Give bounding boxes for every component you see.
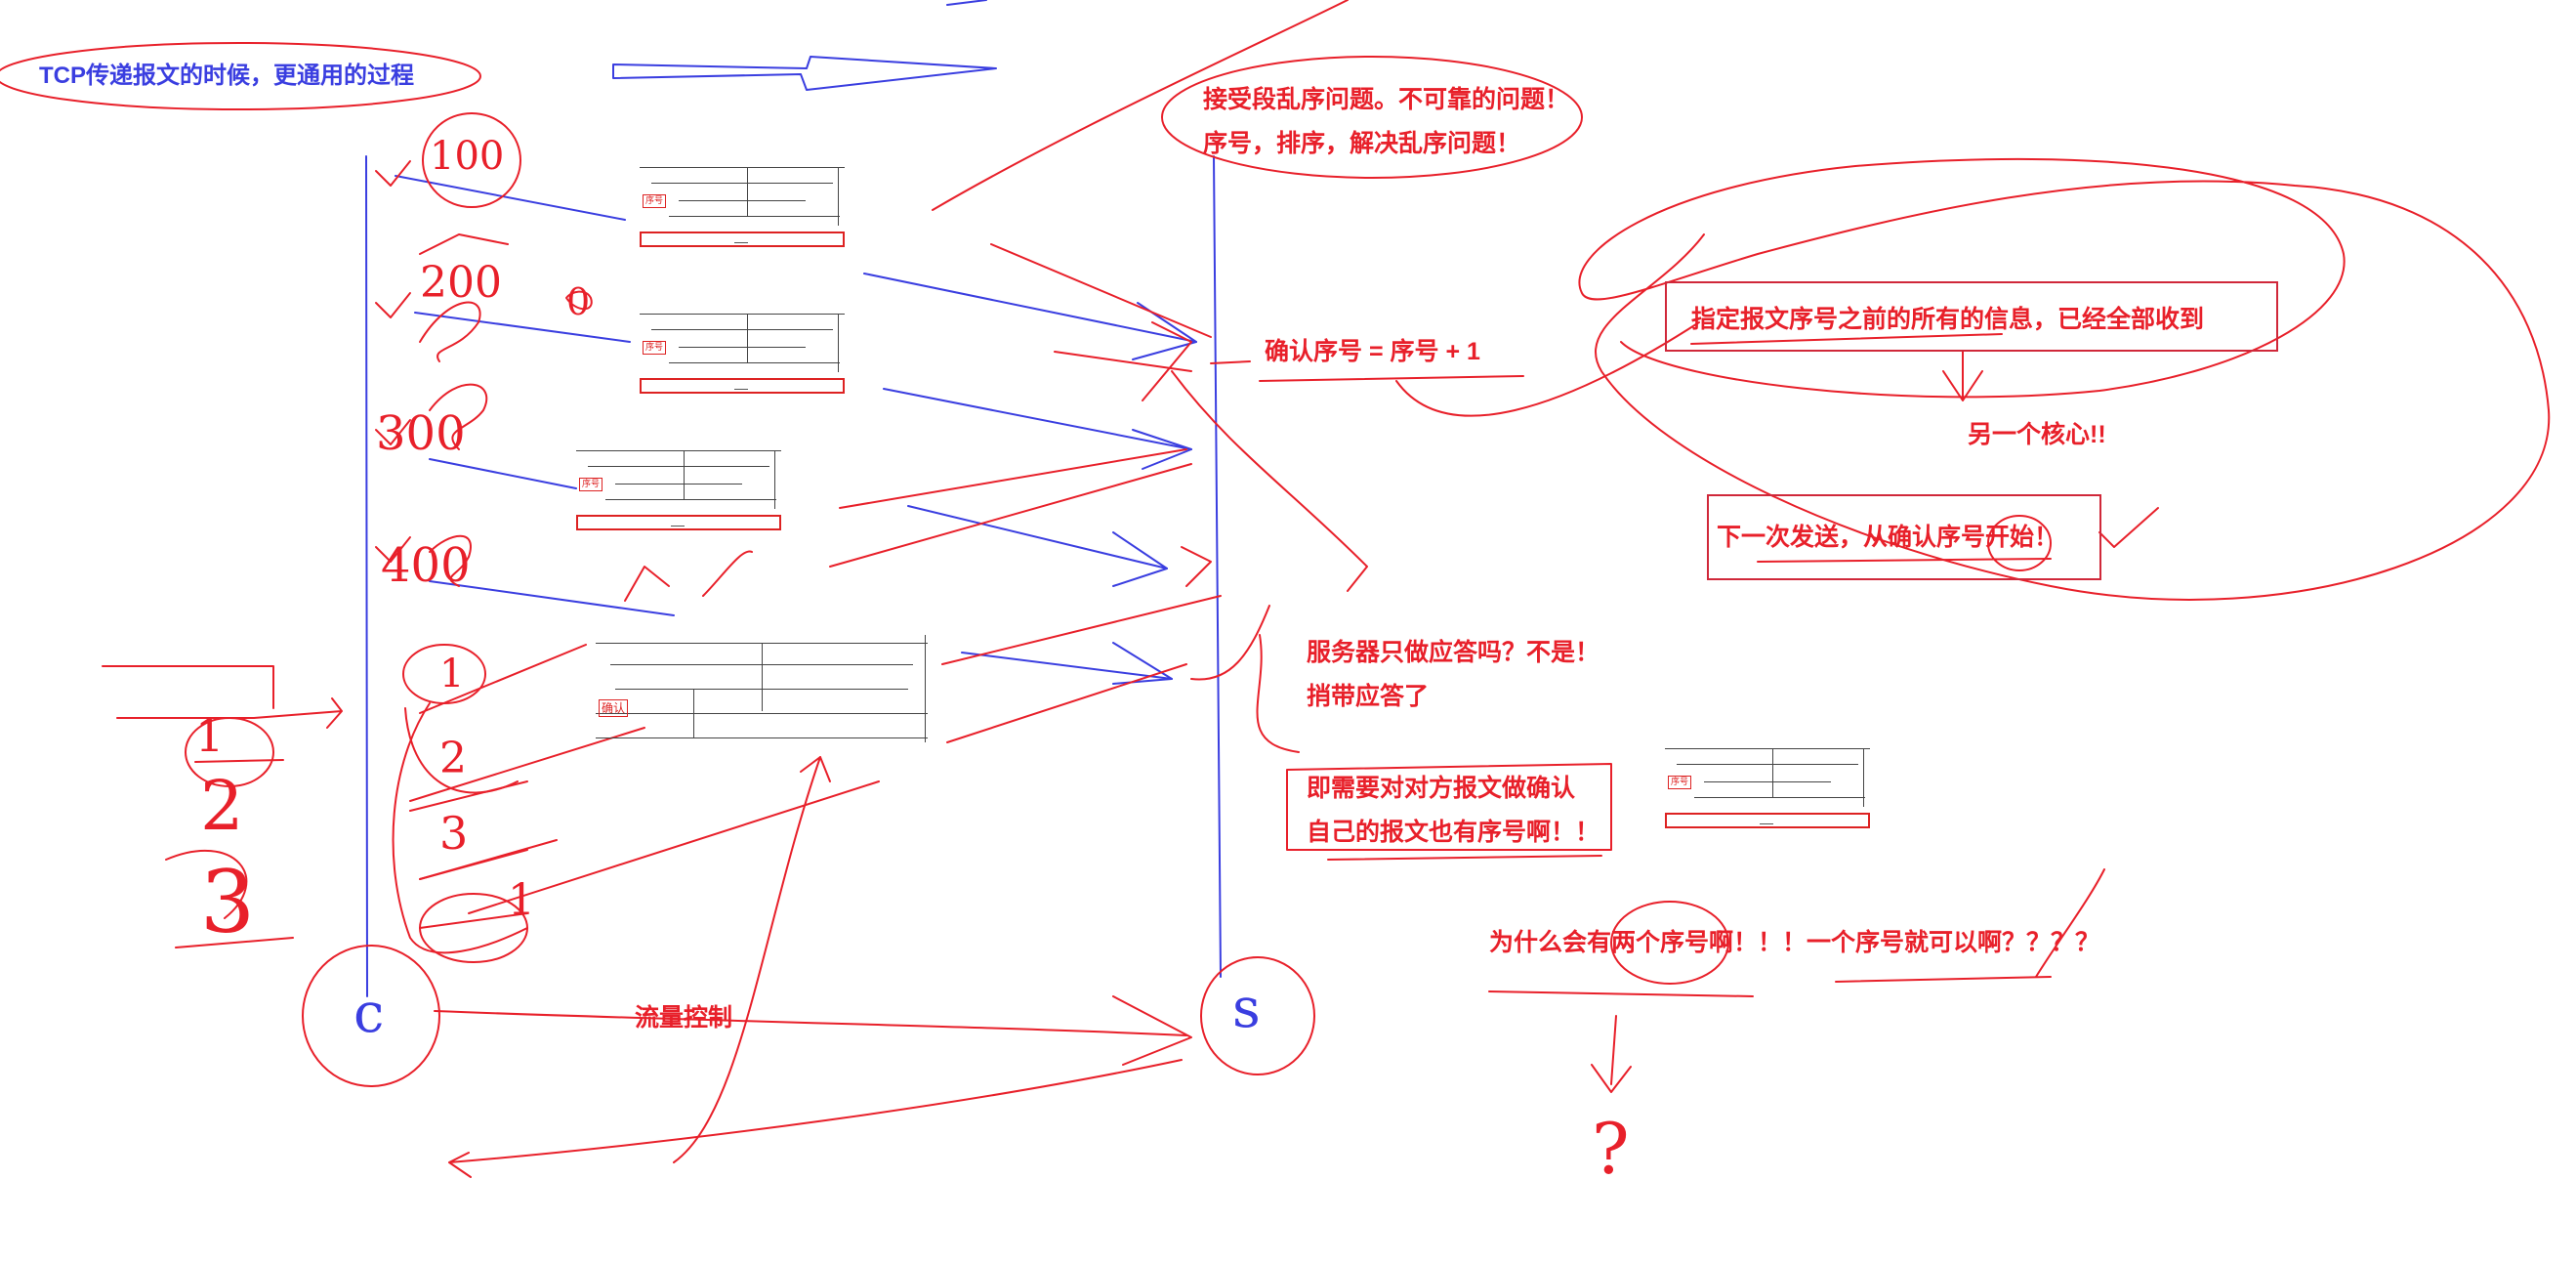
big-ellipse bbox=[1578, 157, 2551, 601]
left-stack-1: 1 bbox=[195, 709, 225, 762]
seq-mark-100: 100 bbox=[430, 134, 505, 179]
seq-mark-300: 300 bbox=[376, 406, 466, 461]
zero-mark: 0 bbox=[566, 280, 591, 323]
seq-mark-400: 400 bbox=[381, 538, 471, 593]
note-server-reply-2: 捎带应答了 bbox=[1307, 683, 1430, 710]
note-both-need-2: 自己的报文也有序号啊！！ bbox=[1307, 819, 1600, 846]
packet-thumbnail-1: 序号 bbox=[640, 161, 845, 247]
server-timeline bbox=[1213, 155, 1222, 978]
packet-thumbnail-3: 序号 bbox=[576, 444, 781, 530]
right-stack-2: 2 bbox=[439, 734, 467, 783]
packet-thumbnail-large: 确认 bbox=[596, 635, 928, 757]
note-ack-meaning: 指定报文序号之前的所有的信息，已经全部收到 bbox=[1691, 306, 2205, 333]
note-out-of-order-1: 接受段乱序问题。不可靠的问题！ bbox=[1203, 86, 1570, 113]
next-send-box bbox=[1707, 494, 2101, 580]
packet-thumbnail-2: 序号 bbox=[640, 308, 845, 394]
server-label: s bbox=[1232, 977, 1261, 1040]
client-label: c bbox=[353, 982, 385, 1045]
client-circle bbox=[302, 945, 440, 1087]
both-need-box bbox=[1286, 763, 1612, 851]
right-stack-4: 1 bbox=[508, 875, 535, 925]
diagram-title: TCP传递报文的时候，更通用的过程 bbox=[39, 63, 414, 89]
note-next-send: 下一次发送，从确认序号开始！ bbox=[1717, 524, 2059, 551]
flow-control-label: 流量控制 bbox=[635, 1004, 733, 1032]
ack-meaning-box bbox=[1665, 281, 2278, 352]
note-ellipse-top bbox=[1161, 56, 1583, 179]
note-server-reply-1: 服务器只做应答吗？不是！ bbox=[1307, 639, 1600, 666]
title-ellipse bbox=[0, 42, 481, 110]
question-mark: ? bbox=[1592, 1108, 1630, 1190]
right-stack-3: 3 bbox=[439, 807, 469, 860]
note-both-need-1: 即需要对对方报文做确认 bbox=[1307, 775, 1576, 802]
client-timeline bbox=[365, 155, 368, 997]
packet-thumbnail-right: 序号 bbox=[1665, 742, 1870, 828]
note-out-of-order-2: 序号，排序，解决乱序问题！ bbox=[1203, 130, 1521, 157]
seq-mark-200: 200 bbox=[420, 258, 502, 308]
right-stack-1: 1 bbox=[439, 652, 465, 696]
note-ack-formula: 确认序号 = 序号 + 1 bbox=[1265, 338, 1480, 365]
note-why-two-seq: 为什么会有两个序号啊！！！一个序号就可以啊？？？？ bbox=[1489, 929, 2100, 956]
left-stack-2: 2 bbox=[200, 766, 244, 846]
server-circle bbox=[1200, 956, 1315, 1075]
note-another-core: 另一个核心!! bbox=[1968, 421, 2106, 448]
left-stack-3: 3 bbox=[200, 852, 255, 952]
title-arrow bbox=[612, 56, 997, 91]
